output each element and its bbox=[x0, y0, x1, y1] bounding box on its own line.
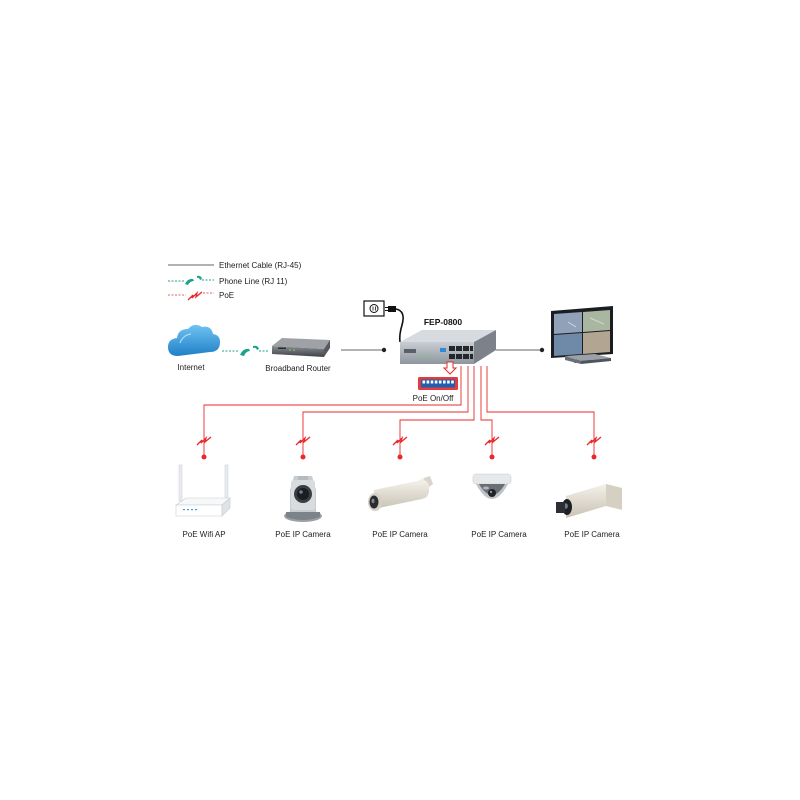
device-label-5: PoE IP Camera bbox=[564, 530, 620, 539]
router-label: Broadband Router bbox=[265, 364, 331, 373]
poe-on-off-dip-icon bbox=[418, 377, 458, 390]
poe-bolt-icon bbox=[484, 435, 500, 446]
dome-camera-icon bbox=[472, 473, 512, 499]
legend-ethernet-label: Ethernet Cable (RJ-45) bbox=[219, 261, 302, 270]
phone-line-connection bbox=[222, 345, 268, 356]
bullet-camera-icon bbox=[368, 476, 433, 511]
device-label-4: PoE IP Camera bbox=[471, 530, 527, 539]
broadband-router-icon bbox=[272, 338, 330, 357]
connector-dot bbox=[591, 454, 597, 460]
connector-dot bbox=[397, 454, 403, 460]
device-label-1: PoE Wifi AP bbox=[182, 530, 225, 539]
poe-markers bbox=[196, 435, 602, 460]
connector-dot bbox=[539, 347, 545, 353]
poe-cabling bbox=[203, 366, 595, 456]
poe-bolt-icon bbox=[586, 435, 602, 446]
device-label-3: PoE IP Camera bbox=[372, 530, 428, 539]
wifi-access-point-icon bbox=[175, 464, 231, 517]
poe-bolt-icon bbox=[295, 435, 311, 446]
box-camera-icon bbox=[556, 484, 622, 518]
connector-dot bbox=[489, 454, 495, 460]
legend-poe-label: PoE bbox=[219, 291, 234, 300]
poe-toggle-switch bbox=[440, 348, 446, 352]
internet-label: Internet bbox=[177, 363, 205, 372]
device-label-2: PoE IP Camera bbox=[275, 530, 331, 539]
connector-dot bbox=[381, 347, 387, 353]
nvr-monitor-icon bbox=[551, 306, 613, 364]
connector-dot bbox=[201, 454, 207, 460]
connector-dot bbox=[300, 454, 306, 460]
poe-bolt-icon bbox=[196, 435, 212, 446]
ptz-camera-icon bbox=[284, 476, 322, 522]
power-outlet-icon bbox=[363, 300, 385, 317]
power-plug-icon bbox=[385, 306, 404, 343]
poe-bolt-icon bbox=[392, 435, 408, 446]
legend: Ethernet Cable (RJ-45) Phone Line (RJ 11… bbox=[168, 261, 302, 301]
legend-phone-icon bbox=[168, 275, 214, 285]
phone-icon bbox=[240, 345, 259, 356]
poe-on-off-label: PoE On/Off bbox=[413, 394, 455, 403]
legend-poe-icon bbox=[168, 290, 214, 301]
switch-label: FEP-0800 bbox=[424, 317, 463, 327]
legend-phone-label: Phone Line (RJ 11) bbox=[219, 277, 288, 286]
poe-switch-icon bbox=[400, 330, 496, 364]
internet-cloud-icon bbox=[168, 324, 220, 356]
arrow-down-icon bbox=[442, 361, 458, 375]
